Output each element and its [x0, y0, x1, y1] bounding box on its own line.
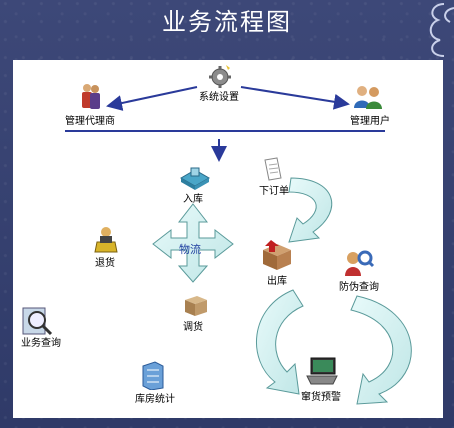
- label-return-goods: 退货: [95, 258, 115, 269]
- label-system-settings: 系统设置: [199, 92, 239, 103]
- label-admin-user: 管理用户: [350, 116, 390, 127]
- diagram-panel: 系统设置 管理代理商 管理用户 入库 下订单 物流 退货 出库 防伪查询 调货 …: [13, 60, 443, 418]
- label-place-order: 下订单: [259, 186, 289, 197]
- label-stock-alert: 窜货预警: [301, 392, 341, 403]
- warehouse-stats-server-icon[interactable]: [139, 360, 167, 390]
- transfer-boxes-icon[interactable]: [179, 292, 211, 320]
- connector-settings-to-agent: [106, 86, 198, 111]
- curved-arrow-antifake-to-alert: [350, 295, 412, 405]
- stock-alert-laptop-icon[interactable]: [305, 356, 339, 386]
- agent-people-icon[interactable]: [79, 82, 103, 112]
- curved-arrow-outbound-to-alert: [255, 289, 304, 395]
- curved-arrow-order-to-outbound: [288, 177, 333, 243]
- label-business-query: 业务查询: [21, 338, 61, 349]
- order-document-icon[interactable]: [261, 156, 285, 182]
- corner-scroll-decoration: [429, 3, 454, 57]
- warehouse-in-icon[interactable]: [179, 164, 211, 190]
- diagram-canvas: [65, 86, 412, 405]
- connector-settings-to-user: [240, 86, 350, 110]
- label-warehouse-in: 入库: [183, 194, 203, 205]
- label-logistics: 物流: [179, 244, 201, 256]
- page-title: 业务流程图: [162, 8, 292, 36]
- label-warehouse-stats: 库房统计: [135, 394, 175, 405]
- label-admin-agent: 管理代理商: [65, 116, 115, 127]
- logistics-cross-arrow: [152, 203, 234, 283]
- users-group-icon[interactable]: [353, 84, 383, 110]
- label-anti-fake-query: 防伪查询: [339, 282, 379, 293]
- anti-fake-magnifier-icon[interactable]: [343, 248, 375, 278]
- business-query-icon[interactable]: [21, 304, 55, 338]
- return-cashier-icon[interactable]: [91, 226, 121, 254]
- label-warehouse-out: 出库: [267, 276, 287, 287]
- label-transfer-goods: 调货: [183, 322, 203, 333]
- gear-icon[interactable]: [206, 64, 234, 88]
- outbound-box-icon[interactable]: [259, 238, 293, 270]
